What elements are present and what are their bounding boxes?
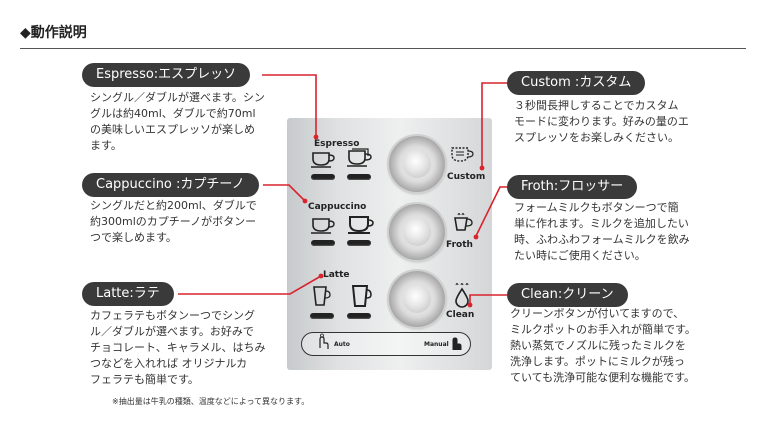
panel-clean-text: Clean [446, 310, 475, 320]
custom-cup-icon[interactable] [449, 145, 475, 165]
manual-hand-icon [452, 337, 462, 350]
latte-label: Latte:ラテ [82, 282, 174, 306]
clean-drop-icon[interactable] [452, 281, 470, 309]
espresso-double-led [347, 174, 371, 180]
cappuccino-dial[interactable] [389, 204, 445, 260]
froth-pitcher-icon[interactable] [450, 210, 474, 234]
auto-manual-switch[interactable] [301, 332, 471, 356]
panel-custom-text: Custom [447, 172, 486, 182]
auto-text: Auto [334, 341, 350, 348]
manual-text: Manual [424, 341, 449, 348]
clean-label: Clean:クリーン [507, 283, 628, 307]
cappuccino-single-led [311, 240, 335, 246]
espresso-description: シングル／ダブルが選べます。シン グルは約40ml、ダブルで約70ml の美味し… [90, 91, 265, 152]
footnote: ※抽出量は牛乳の種類、温度などによって異なります。 [112, 397, 310, 406]
froth-description: フォームミルクもボタンーつで簡 単に作れます。ミルクを追加したい 時、ふわふわフ… [514, 201, 690, 262]
panel-cappuccino-text: Cappuccino [308, 202, 367, 212]
latte-dial[interactable] [389, 271, 445, 327]
auto-hand-icon [319, 333, 329, 349]
froth-label: Froth:フロッサー [507, 175, 638, 199]
cappuccino-double-led [347, 240, 371, 246]
custom-label: Custom :カスタム [507, 71, 646, 95]
latte-single-led [310, 313, 334, 319]
custom-description: ３秒間長押しすることでカスタム モードに変わります。好みの量のエ スプレッソをお… [514, 99, 689, 144]
latte-single-glass-icon[interactable] [311, 285, 331, 309]
latte-description: カフェラテもボタンーつでシング ル／ダブルが選べます。お好みで チョコレート、キ… [90, 309, 266, 386]
panel-espresso-text: Espresso [314, 139, 360, 149]
cappuccino-description: シングルだと約200ml、ダブルで 約300mlのカプチーノがボタンー つで楽し… [90, 199, 257, 244]
cappuccino-single-cup-icon[interactable] [310, 216, 336, 236]
panel-latte-text: Latte [323, 270, 350, 280]
clean-description: クリーンボタンが付いてますので、 ミルクポットのお手入れが簡単です。 熱い蒸気で… [510, 307, 696, 384]
latte-double-led [347, 313, 371, 319]
cappuccino-double-cup-icon[interactable] [347, 213, 375, 237]
title-divider [20, 48, 746, 49]
panel-froth-text: Froth [446, 240, 473, 250]
espresso-label: Espresso:エスプレッソ [82, 63, 251, 87]
latte-double-glass-icon[interactable] [350, 284, 372, 310]
cappuccino-label: Cappuccino :カプチーノ [82, 173, 259, 197]
espresso-single-cup-icon[interactable] [310, 150, 336, 170]
espresso-single-led [311, 174, 335, 180]
section-title: ◆動作説明 [20, 25, 87, 41]
espresso-double-cup-icon[interactable] [345, 148, 373, 170]
espresso-dial[interactable] [389, 136, 445, 192]
